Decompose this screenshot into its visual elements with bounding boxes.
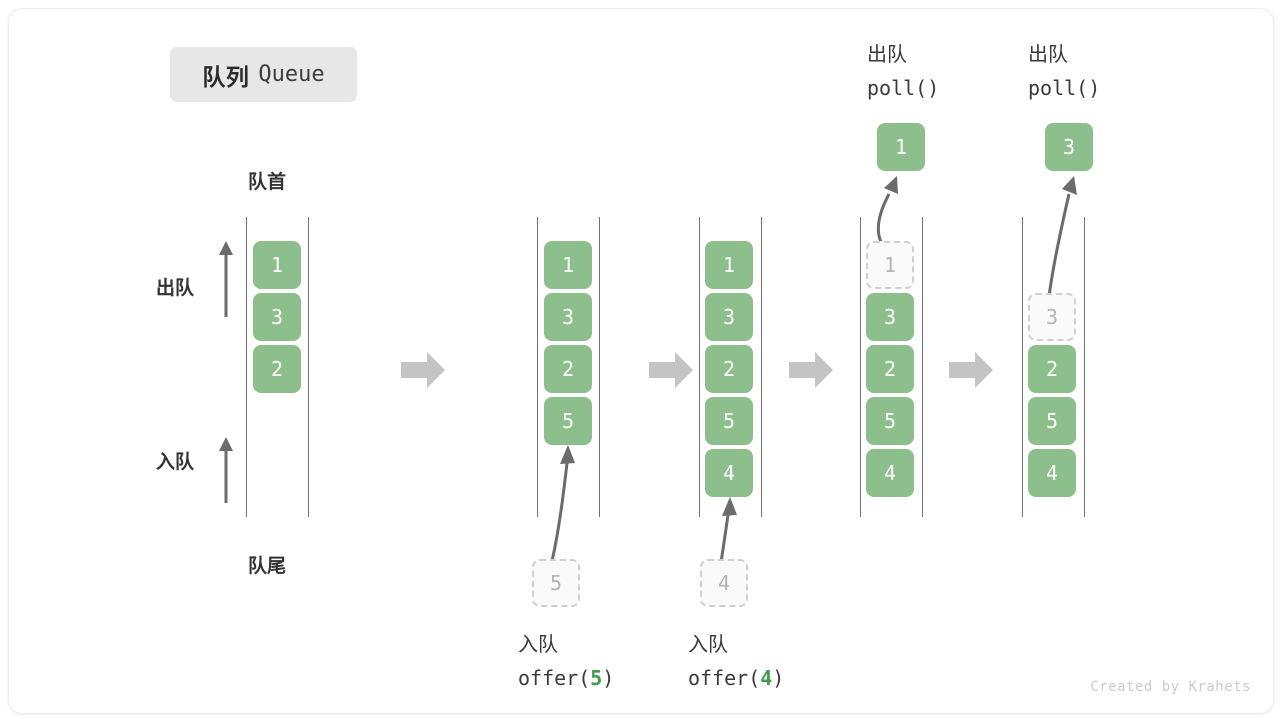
dequeue-arrow-icon xyxy=(865,172,925,243)
step-caption-offer-5: 入队 offer(5) xyxy=(518,627,614,695)
label-enqueue-direction: 入队 xyxy=(156,451,195,473)
queue-rail-right-3 xyxy=(761,217,762,517)
dequeue-arrow-icon xyxy=(1027,172,1097,298)
incoming-element-ghost: 5 xyxy=(532,559,580,607)
watermark-credit: Created by Krahets xyxy=(1090,679,1251,695)
step-caption-cn: 入队 xyxy=(518,632,558,656)
step-caption-cn: 入队 xyxy=(688,632,728,656)
queue-cell: 3 xyxy=(866,293,914,341)
incoming-element-ghost: 4 xyxy=(700,559,748,607)
queue-cell: 4 xyxy=(1028,449,1076,497)
label-queue-head: 队首 xyxy=(248,171,287,193)
diagram-canvas: 队列 Queue 队首 队尾 出队 入队 1 3 2 1 3 2 5 xyxy=(8,8,1274,714)
queue-cell: 2 xyxy=(544,345,592,393)
queue-rail-left-5 xyxy=(1022,217,1023,517)
label-queue-tail: 队尾 xyxy=(248,555,287,577)
label-dequeue-direction: 出队 xyxy=(156,277,195,299)
enqueue-arrow-icon xyxy=(519,439,589,570)
title-en: Queue xyxy=(258,62,325,87)
queue-cell: 5 xyxy=(1028,397,1076,445)
queue-rail-right-2 xyxy=(599,217,600,517)
step-caption-code: offer(5) xyxy=(518,666,615,690)
queue-cell: 1 xyxy=(705,241,753,289)
queue-cell-removed: 3 xyxy=(1028,293,1076,341)
step-caption-poll-3: 出队 poll() xyxy=(1028,37,1100,105)
dequeue-direction-arrow-icon xyxy=(217,241,235,317)
queue-cell: 2 xyxy=(866,345,914,393)
step-caption-offer-4: 入队 offer(4) xyxy=(688,627,784,695)
queue-cell: 5 xyxy=(544,397,592,445)
queue-rail-left-3 xyxy=(699,217,700,517)
queue-rail-right-1 xyxy=(308,217,309,517)
queue-cell: 4 xyxy=(705,449,753,497)
queue-cell-vacant xyxy=(1028,241,1076,289)
diagram-title-chip: 队列 Queue xyxy=(170,47,357,102)
queue-cell: 3 xyxy=(253,293,301,341)
polled-element-result: 3 xyxy=(1045,123,1093,171)
queue-cell: 1 xyxy=(253,241,301,289)
queue-rail-left-2 xyxy=(537,217,538,517)
transition-arrow-icon xyxy=(949,351,993,389)
polled-element-result: 1 xyxy=(877,123,925,171)
step-caption-poll-1: 出队 poll() xyxy=(867,37,939,105)
queue-cell: 2 xyxy=(705,345,753,393)
queue-cell: 5 xyxy=(866,397,914,445)
enqueue-arrow-icon xyxy=(697,493,757,570)
queue-cell: 3 xyxy=(705,293,753,341)
queue-rail-left-1 xyxy=(246,217,247,517)
transition-arrow-icon xyxy=(401,351,445,389)
step-caption-cn: 出队 xyxy=(1028,42,1068,66)
title-cn: 队列 xyxy=(202,64,250,91)
queue-cell: 2 xyxy=(253,345,301,393)
enqueue-direction-arrow-icon xyxy=(217,437,235,503)
queue-cell: 5 xyxy=(705,397,753,445)
queue-cell: 2 xyxy=(1028,345,1076,393)
queue-rail-left-4 xyxy=(860,217,861,517)
queue-rail-right-4 xyxy=(922,217,923,517)
queue-cell: 4 xyxy=(866,449,914,497)
step-caption-code: poll() xyxy=(1028,76,1101,100)
transition-arrow-icon xyxy=(649,351,693,389)
step-caption-cn: 出队 xyxy=(867,42,907,66)
queue-cell-removed: 1 xyxy=(866,241,914,289)
queue-cell: 3 xyxy=(544,293,592,341)
step-caption-code: poll() xyxy=(867,76,940,100)
queue-rail-right-5 xyxy=(1084,217,1085,517)
step-caption-code: offer(4) xyxy=(688,666,785,690)
transition-arrow-icon xyxy=(789,351,833,389)
queue-cell: 1 xyxy=(544,241,592,289)
